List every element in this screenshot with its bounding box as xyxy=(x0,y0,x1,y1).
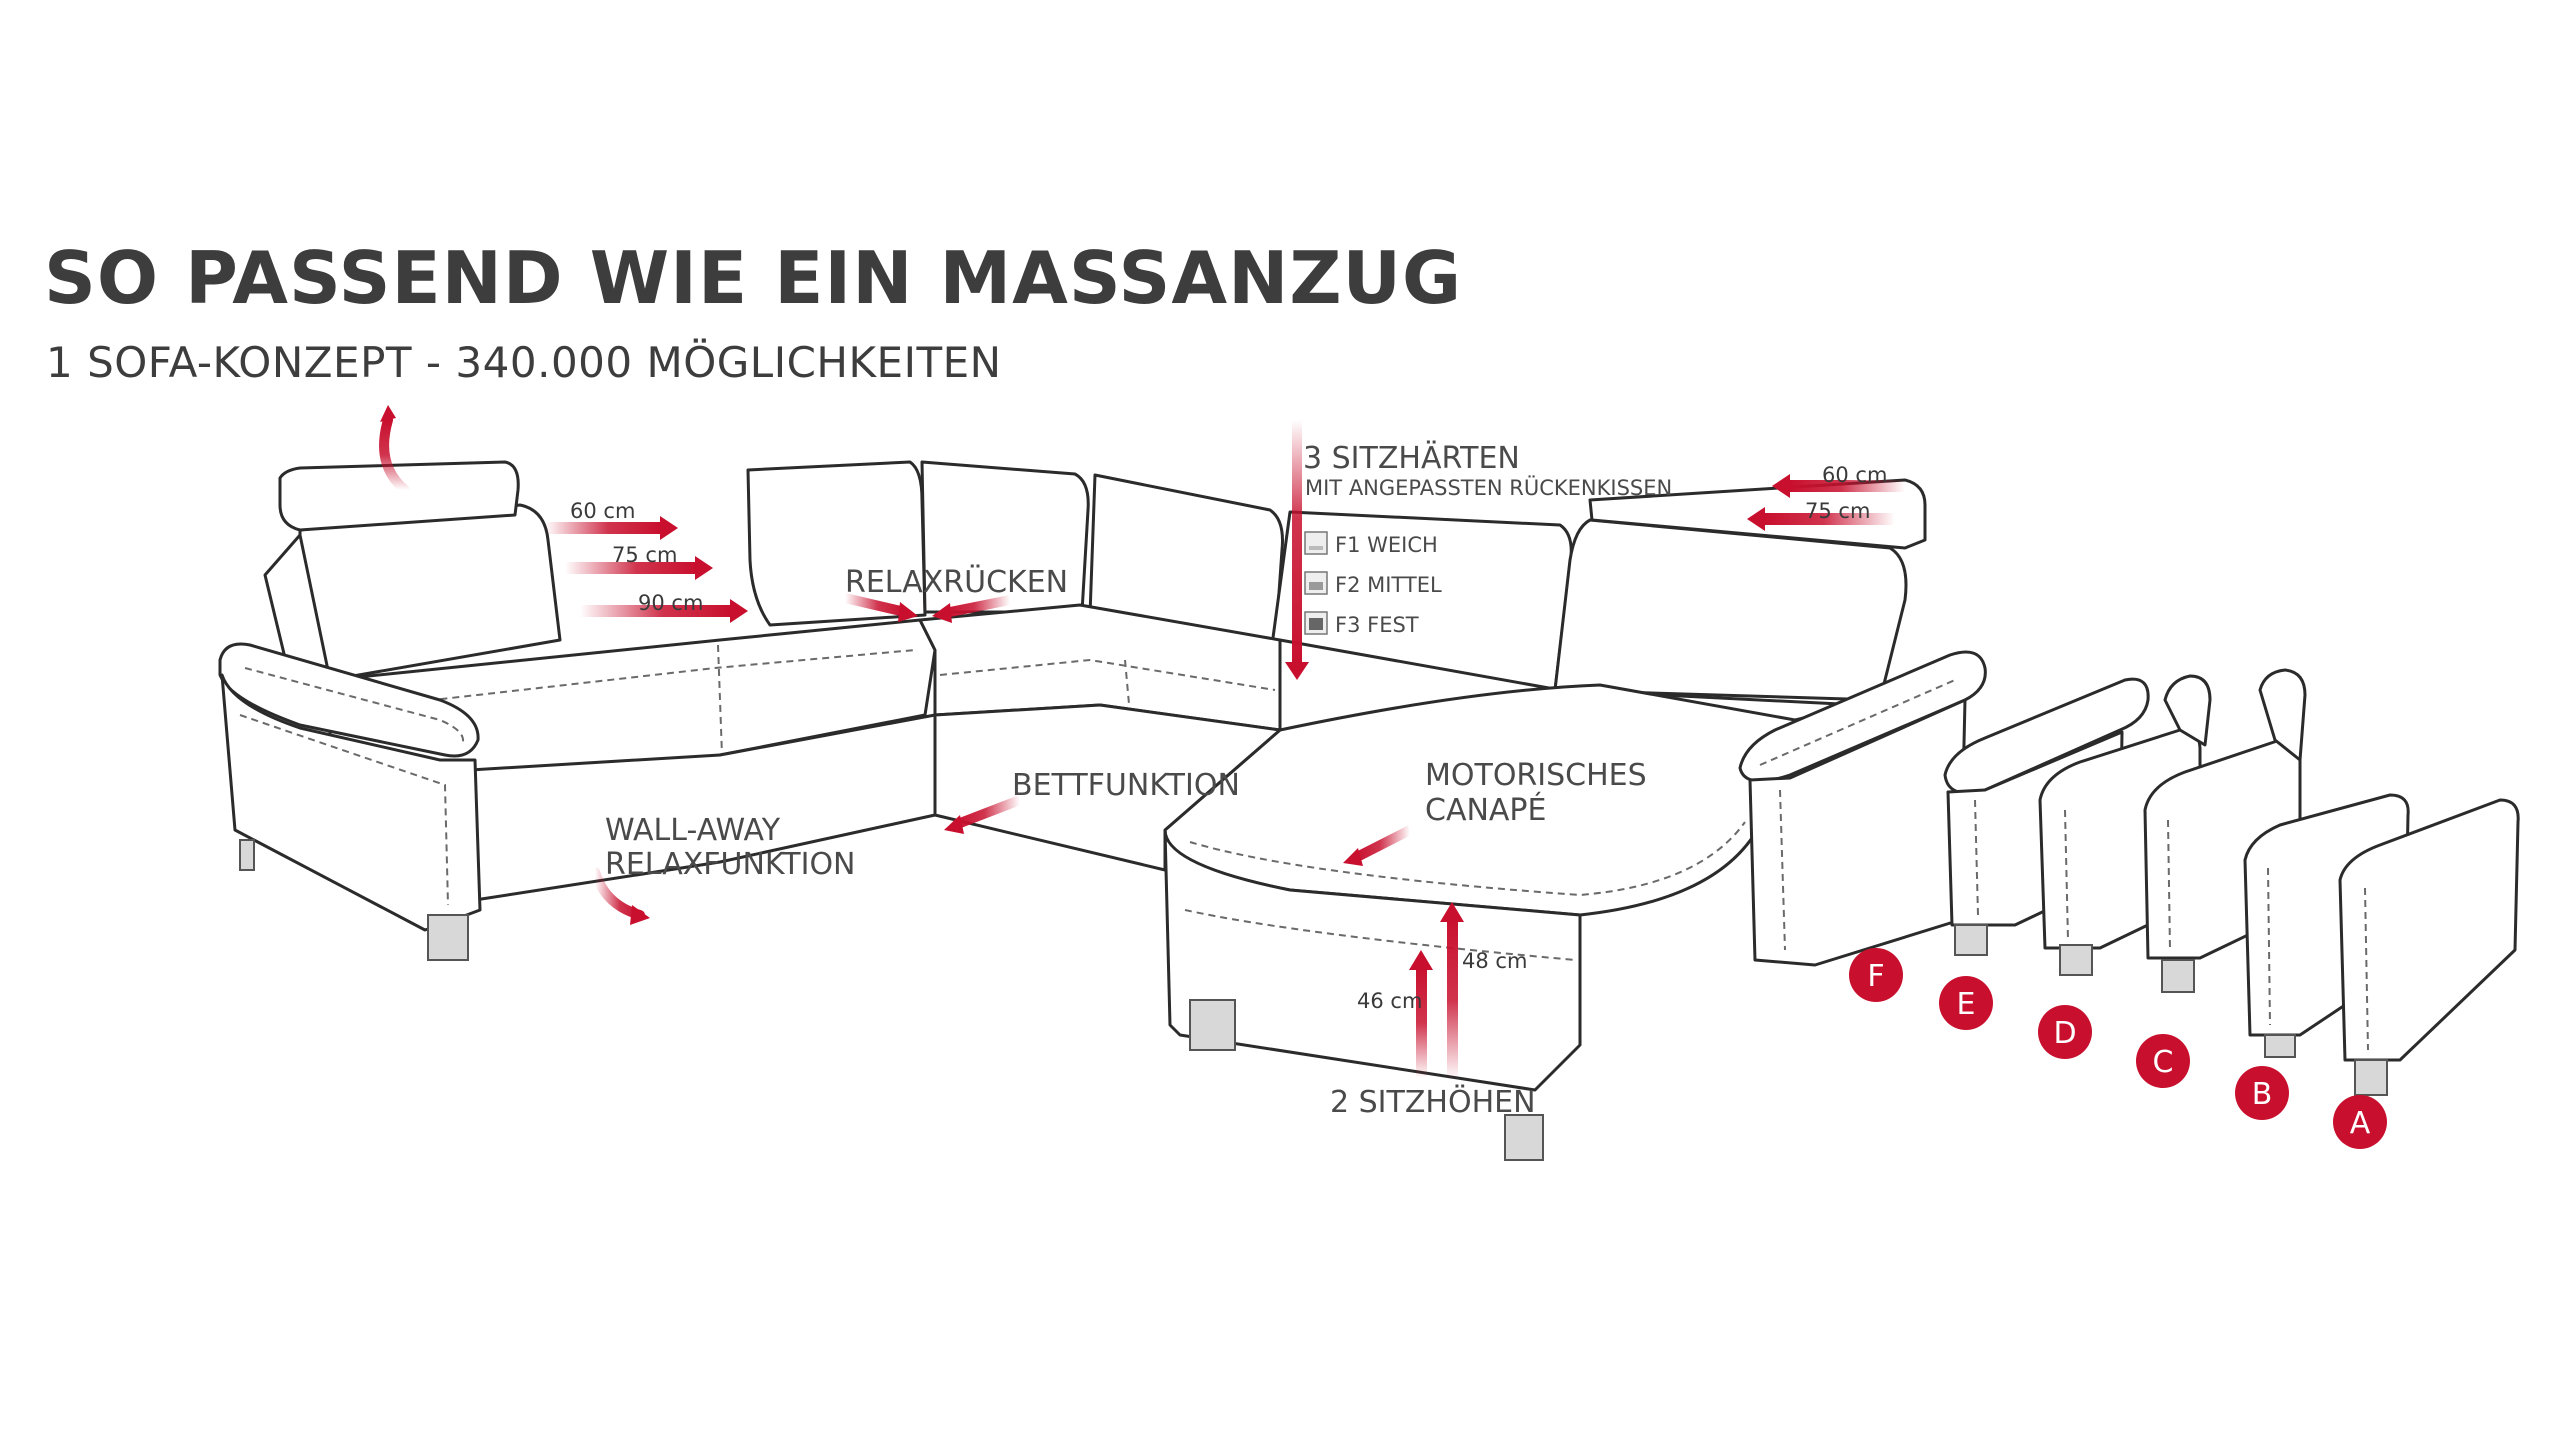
depth-arrow-right-75 xyxy=(1765,513,1895,525)
headrest-tilt-arrow xyxy=(379,415,410,495)
sitzhaerten-subtitle: MIT ANGEPASSTEN RÜCKENKISSEN xyxy=(1305,475,1672,500)
canape-label-line2: CANAPÉ xyxy=(1425,792,1546,828)
badge-c: C xyxy=(2136,1034,2190,1088)
badge-e: E xyxy=(1939,976,1993,1030)
firmness-label-f3: F3 FEST xyxy=(1335,613,1419,637)
depth-arrow-right-60 xyxy=(1790,480,1905,492)
feature-arrows xyxy=(379,405,1905,1080)
armrest-variant-a xyxy=(2338,798,2520,1096)
depth-arrow-75 xyxy=(565,562,695,574)
bettfunktion-arrow xyxy=(953,795,1022,830)
firmness-label-f2: F2 MITTEL xyxy=(1335,573,1442,597)
wallaway-label-line1: WALL-AWAY xyxy=(605,813,781,848)
badge-a-letter: A xyxy=(2350,1106,2371,1141)
firmness-label-f1: F1 WEICH xyxy=(1335,533,1438,557)
depth-arrow-90 xyxy=(580,605,730,617)
relaxruecken-arrow-left xyxy=(843,593,907,617)
badge-e-letter: E xyxy=(1957,987,1976,1022)
sitzhaerten-arrow xyxy=(1292,420,1302,665)
height-arrow-46 xyxy=(1416,968,1427,1078)
height-label-46: 46 cm xyxy=(1357,989,1422,1013)
badge-d-letter: D xyxy=(2053,1016,2076,1051)
badge-f-letter: F xyxy=(1867,959,1884,994)
headline: SO PASSEND WIE EIN MASSANZUG xyxy=(44,236,1463,320)
badge-b-letter: B xyxy=(2252,1077,2273,1112)
firmness-icon-f1 xyxy=(1304,531,1328,555)
sitzhoehen-label: 2 SITZHÖHEN xyxy=(1330,1084,1536,1120)
armrest-badges: F E D C B A xyxy=(1849,948,2387,1149)
canape-arrow xyxy=(1352,825,1413,863)
depth-label-75: 75 cm xyxy=(612,543,677,567)
subline: 1 SOFA-KONZEPT - 340.000 MÖGLICHKEITEN xyxy=(46,338,1002,387)
badge-a: A xyxy=(2333,1095,2387,1149)
depth-label-90: 90 cm xyxy=(638,591,703,615)
wallaway-label-line2: RELAXFUNKTION xyxy=(605,847,856,882)
sofa-outline xyxy=(218,460,1987,1161)
height-label-48: 48 cm xyxy=(1462,949,1527,973)
feature-labels: 60 cm 75 cm 90 cm RELAXRÜCKEN 3 SITZHÄRT… xyxy=(570,440,1887,1120)
depth-label-right-75: 75 cm xyxy=(1805,499,1870,523)
firmness-f1: F1 WEICH xyxy=(1304,531,1438,557)
badge-f: F xyxy=(1849,948,1903,1002)
firmness-f3: F3 FEST xyxy=(1304,611,1419,637)
relaxruecken-label: RELAXRÜCKEN xyxy=(845,564,1068,600)
depth-label-right-60: 60 cm xyxy=(1822,463,1887,487)
canape-label-line1: MOTORISCHES xyxy=(1425,758,1647,793)
sitzhaerten-title: 3 SITZHÄRTEN xyxy=(1303,440,1520,476)
depth-label-60: 60 cm xyxy=(570,499,635,523)
relaxruecken-arrow-right xyxy=(944,595,1011,618)
badge-c-letter: C xyxy=(2153,1045,2174,1080)
badge-d: D xyxy=(2038,1005,2092,1059)
depth-arrow-60 xyxy=(545,522,660,534)
height-arrow-48 xyxy=(1447,920,1458,1080)
badge-b: B xyxy=(2235,1066,2289,1120)
armrest-variants xyxy=(1943,668,2520,1096)
firmness-f2: F2 MITTEL xyxy=(1304,571,1442,597)
bettfunktion-label: BETTFUNKTION xyxy=(1012,768,1240,803)
